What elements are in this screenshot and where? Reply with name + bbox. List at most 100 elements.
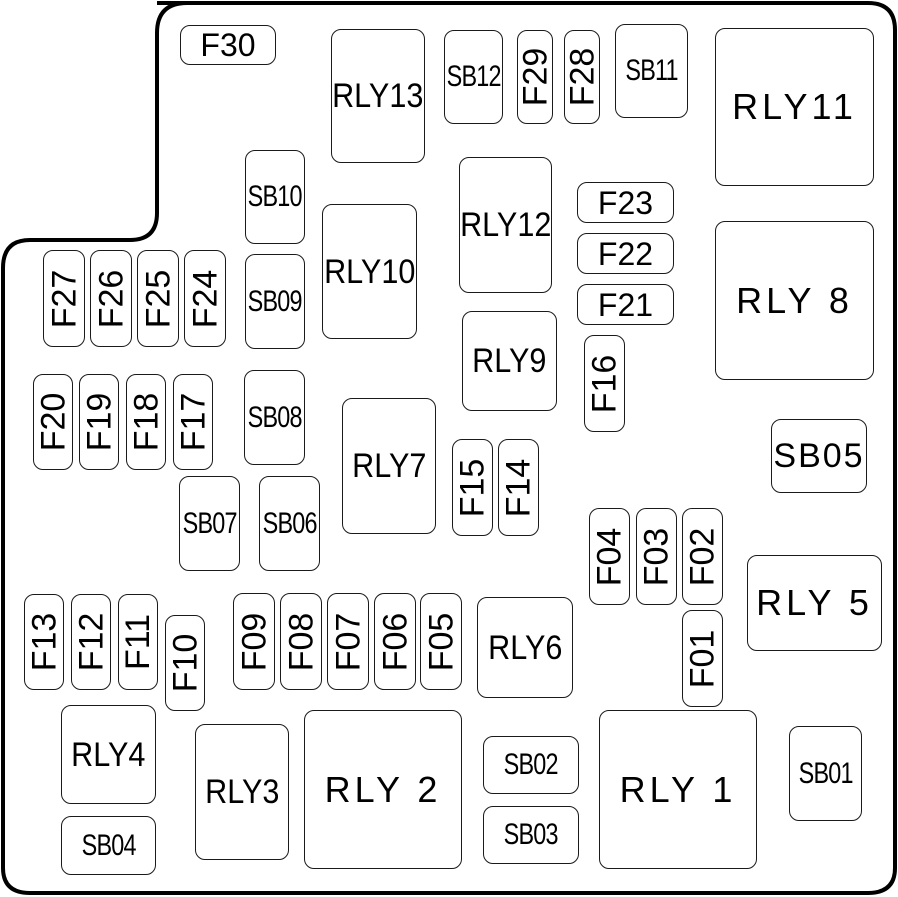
fuse-f17[interactable]: F17 (173, 374, 213, 470)
label: RLY7 (351, 447, 427, 485)
label: F21 (597, 286, 654, 323)
label: F02 (683, 527, 722, 586)
fuse-f16[interactable]: F16 (584, 335, 625, 432)
fuse-f03[interactable]: F03 (636, 508, 677, 605)
label: SB07 (182, 506, 237, 540)
slow-blow-sb12[interactable]: SB12 (444, 30, 503, 124)
label: F26 (92, 269, 130, 328)
relay-rly2[interactable]: RLY 2 (304, 710, 462, 869)
label: F01 (683, 629, 722, 688)
label: F15 (453, 458, 492, 517)
fuse-f20[interactable]: F20 (33, 374, 73, 470)
fuse-f14[interactable]: F14 (498, 439, 539, 536)
fuse-f04[interactable]: F04 (589, 508, 630, 605)
fuse-f08[interactable]: F08 (280, 593, 322, 690)
fuse-f09[interactable]: F09 (233, 593, 275, 690)
label: RLY10 (323, 252, 416, 291)
slow-blow-sb09[interactable]: SB09 (245, 254, 305, 349)
label: SB06 (262, 506, 317, 540)
label: F18 (127, 392, 165, 452)
slow-blow-sb02[interactable]: SB02 (483, 736, 579, 794)
fuse-f26[interactable]: F26 (90, 250, 132, 347)
label: F23 (597, 184, 654, 221)
fuse-f29[interactable]: F29 (517, 30, 553, 124)
relay-rly3[interactable]: RLY3 (195, 724, 289, 860)
fuse-f11[interactable]: F11 (118, 594, 158, 690)
label: F22 (597, 235, 654, 272)
label: RLY6 (487, 628, 563, 667)
relay-rly13[interactable]: RLY13 (331, 29, 425, 163)
label: F11 (119, 613, 158, 671)
fuse-f19[interactable]: F19 (79, 374, 119, 470)
relay-rly10[interactable]: RLY10 (322, 204, 417, 339)
relay-rly7[interactable]: RLY7 (342, 398, 436, 534)
fuse-f05[interactable]: F05 (420, 593, 462, 690)
label: F30 (200, 27, 256, 63)
slow-blow-sb04[interactable]: SB04 (61, 816, 156, 875)
fuse-f01[interactable]: F01 (682, 610, 723, 707)
label: F08 (282, 612, 320, 671)
label: RLY 5 (756, 582, 873, 623)
label: SB10 (247, 180, 303, 213)
fuse-f27[interactable]: F27 (43, 250, 85, 347)
label: RLY12 (459, 206, 552, 244)
fuse-f21[interactable]: F21 (577, 284, 674, 325)
label: RLY 2 (324, 768, 442, 810)
fuse-f07[interactable]: F07 (327, 593, 369, 690)
label: SB04 (81, 828, 136, 862)
label: RLY9 (472, 342, 547, 380)
slow-blow-sb06[interactable]: SB06 (259, 476, 320, 571)
fuse-f12[interactable]: F12 (71, 594, 111, 690)
label: SB09 (247, 284, 303, 318)
label: RLY 1 (619, 768, 737, 810)
slow-blow-sb05[interactable]: SB05 (771, 419, 867, 493)
label: F03 (637, 527, 676, 586)
label: F24 (186, 269, 224, 328)
label: F09 (235, 612, 273, 671)
fuse-f22[interactable]: F22 (577, 233, 674, 274)
label: F14 (499, 458, 538, 517)
relay-rly5[interactable]: RLY 5 (747, 555, 882, 651)
label: RLY3 (204, 773, 280, 811)
relay-rly9[interactable]: RLY9 (462, 311, 557, 411)
fuse-f18[interactable]: F18 (126, 374, 166, 470)
label: SB01 (798, 756, 853, 790)
fuse-f02[interactable]: F02 (682, 508, 723, 605)
fuse-f25[interactable]: F25 (137, 250, 179, 347)
slow-blow-sb08[interactable]: SB08 (244, 370, 305, 465)
fuse-f30[interactable]: F30 (180, 25, 276, 65)
label: SB12 (446, 60, 501, 93)
relay-rly12[interactable]: RLY12 (459, 157, 552, 293)
relay-rly8[interactable]: RLY 8 (715, 221, 874, 380)
fuse-f28[interactable]: F28 (564, 30, 600, 124)
fuse-f24[interactable]: F24 (184, 250, 226, 347)
label: F04 (590, 527, 629, 586)
slow-blow-sb07[interactable]: SB07 (179, 476, 240, 571)
fuse-f13[interactable]: F13 (24, 594, 64, 690)
label: RLY13 (332, 77, 424, 115)
label: F12 (72, 612, 110, 672)
slow-blow-sb11[interactable]: SB11 (615, 24, 688, 118)
fuse-f23[interactable]: F23 (577, 182, 674, 223)
slow-blow-sb10[interactable]: SB10 (245, 150, 305, 244)
label: SB11 (625, 54, 678, 87)
label: F16 (585, 354, 624, 413)
slow-blow-sb01[interactable]: SB01 (789, 726, 862, 821)
relay-rly6[interactable]: RLY6 (477, 597, 573, 698)
label: RLY 8 (736, 279, 853, 321)
slow-blow-sb03[interactable]: SB03 (483, 806, 579, 864)
label: F17 (174, 392, 212, 452)
relay-rly1[interactable]: RLY 1 (599, 710, 757, 869)
label: F25 (139, 269, 177, 328)
label: F06 (376, 612, 414, 671)
fuse-f06[interactable]: F06 (374, 593, 416, 690)
relay-rly11[interactable]: RLY11 (715, 28, 874, 186)
label: F19 (80, 392, 118, 452)
fuse-f10[interactable]: F10 (165, 615, 205, 711)
label: RLY11 (732, 86, 857, 127)
relay-rly4[interactable]: RLY4 (61, 705, 156, 804)
label: F13 (25, 612, 63, 672)
fuse-f15[interactable]: F15 (452, 439, 493, 536)
